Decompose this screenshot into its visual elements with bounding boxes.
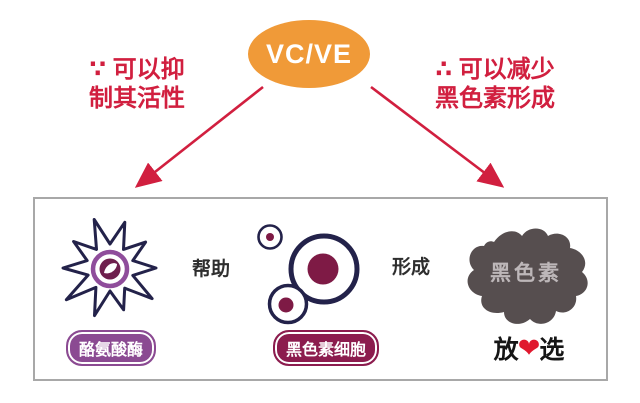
therefore-note-line2: 黑色素形成 (435, 85, 555, 112)
therefore-note-line1: ∴ 可以减少 (435, 56, 555, 83)
brand-logo: 放 ❤ 选 (474, 330, 584, 366)
tyrosinase-label: 酪氨酸酶 (66, 330, 157, 366)
melanocyte-label: 黑色素细胞 (273, 330, 380, 366)
logo-char-left: 放 (493, 336, 519, 364)
melanosome-small-dot (266, 233, 274, 241)
therefore-note: ∴ 可以减少 黑色素形成 (418, 55, 572, 113)
melanocyte-large-core (307, 253, 339, 285)
melanin-label: 黑色素 (490, 262, 562, 285)
helper-arrow-label: 帮助 (192, 259, 231, 280)
form-arrow-label: 形成 (392, 257, 431, 278)
melanosome-medium-dot (278, 297, 294, 313)
because-note-line1: ∵ 可以抑 (89, 56, 185, 83)
because-note-line2: 制其活性 (89, 85, 185, 112)
cell-nucleus-leaf (104, 263, 117, 274)
tyrosinase-cell-illustration (61, 218, 158, 318)
melanin-blob-shape (467, 228, 588, 324)
vcve-bubble: VC/VE (248, 20, 370, 88)
because-note: ∵ 可以抑 制其活性 (74, 55, 200, 113)
melanin-blob (467, 228, 588, 324)
heart-icon: ❤ (517, 332, 541, 363)
melanocyte-illustration (257, 224, 360, 325)
vcve-bubble-label: VC/VE (265, 38, 353, 69)
logo-char-right: 选 (539, 336, 565, 364)
